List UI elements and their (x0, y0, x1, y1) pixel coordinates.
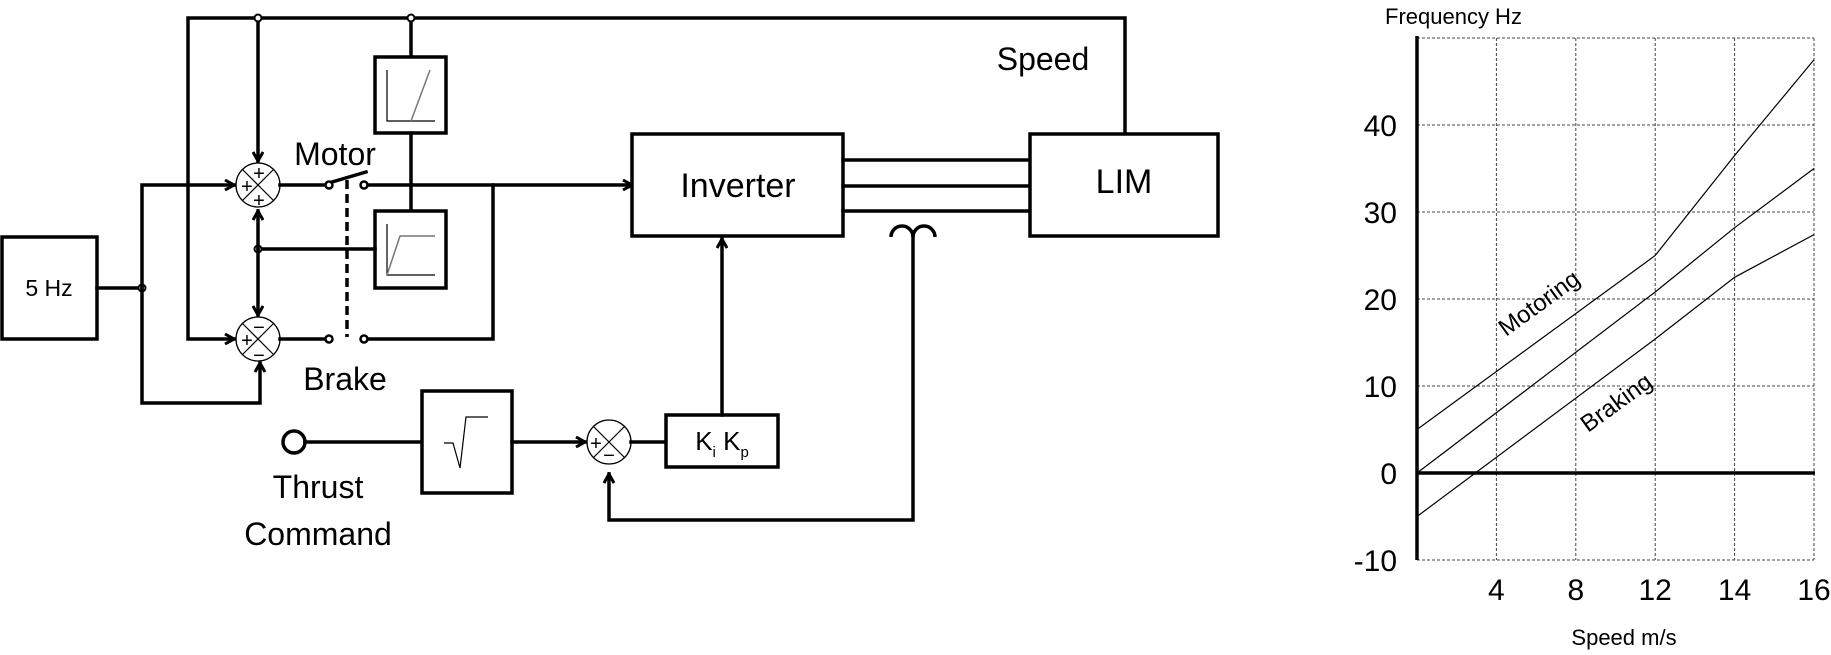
current-feedback-wire (609, 235, 915, 522)
motor-summing-junction: + + + (235, 162, 281, 212)
series-line-motoring (1416, 59, 1815, 430)
motor-switch-label: Motor (294, 136, 376, 172)
thrust-label-line1: Thrust (273, 469, 364, 505)
svg-text:+: + (253, 163, 265, 185)
x-tick-label: 16 (1797, 574, 1830, 607)
sqrt-block (420, 389, 514, 495)
svg-text:+: + (241, 330, 253, 352)
x-tick-label: 12 (1639, 574, 1672, 607)
x-tick-label: 4 (1488, 574, 1505, 607)
thrust-label-line2: Command (244, 516, 392, 552)
motor-switch-blade (329, 169, 369, 185)
braking-annotation: Braking (1576, 368, 1658, 438)
osc-to-brake-sum-wire (140, 286, 260, 405)
y-tick-label: 0 (1380, 458, 1397, 491)
x-tick-label: 14 (1718, 574, 1751, 607)
pi-controller-block (664, 413, 780, 469)
series-line-synchronous (1416, 168, 1815, 474)
saturation-curve (386, 235, 435, 276)
oscillator-block (0, 235, 99, 341)
speed-feedback-wire (186, 16, 1127, 339)
y-tick-label: 20 (1364, 284, 1397, 317)
junction-dot (253, 13, 263, 23)
dead-zone-icon (386, 70, 435, 122)
sqrt-icon (444, 416, 488, 469)
switch-contact (324, 334, 334, 344)
y-tick-label: 10 (1364, 371, 1397, 404)
svg-text:+: + (590, 433, 602, 455)
speed-label: Speed (997, 41, 1090, 77)
svg-text:+: + (241, 176, 253, 198)
oscillator-label: 5 Hz (25, 275, 72, 301)
svg-text:−: − (253, 317, 265, 339)
inverter-label: Inverter (680, 167, 795, 205)
chart-ylabel: Frequency Hz (1385, 4, 1522, 29)
lim-label: LIM (1096, 163, 1153, 201)
pi-controller-label: Ki Kp (695, 426, 749, 461)
current-summing-junction: + − (586, 419, 632, 467)
chart-xlabel: Speed m/s (1571, 625, 1676, 650)
x-tick-label: 8 (1567, 574, 1584, 607)
motoring-annotation: Motoring (1494, 265, 1585, 342)
svg-text:−: − (253, 345, 265, 367)
dead-zone-curve (410, 69, 431, 122)
osc-to-motor-sum-wire (140, 185, 234, 290)
y-tick-label: 30 (1364, 197, 1397, 230)
brake-switch-label: Brake (303, 361, 387, 397)
series-line-braking (1416, 234, 1815, 517)
svg-text:−: − (603, 445, 615, 467)
junction-dot (406, 13, 416, 23)
inverter-block (630, 132, 845, 238)
y-tick-label: -10 (1354, 545, 1397, 578)
y-tick-label: 40 (1364, 110, 1397, 143)
brake-return-wire (366, 183, 495, 341)
svg-text:+: + (253, 190, 265, 212)
lim-block (1028, 132, 1220, 238)
brake-summing-junction: − + − (235, 316, 281, 367)
